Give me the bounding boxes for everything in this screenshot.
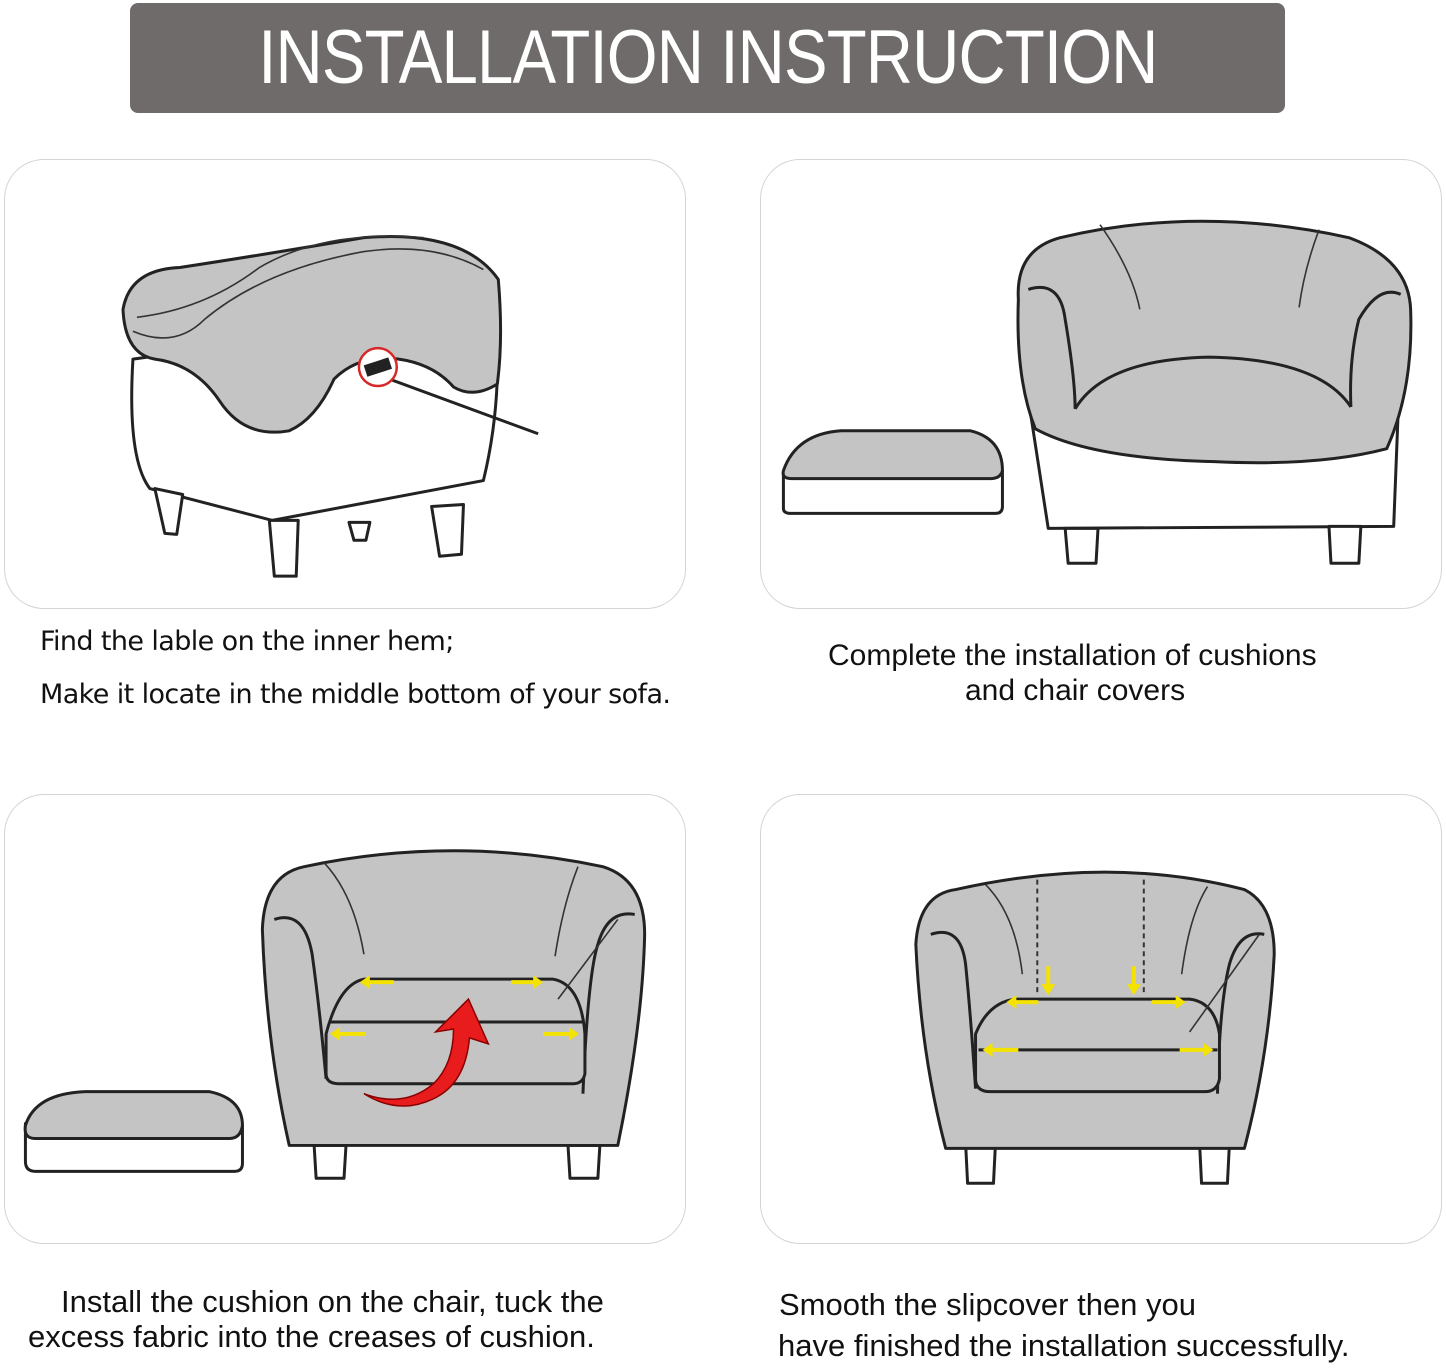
install-direction-arrow-icon [363,997,490,1107]
step-3-illustration-panel [4,794,686,1244]
step-1-caption-line-1: Find the lable on the inner hem; [40,626,454,657]
chair-label-illustration [121,235,539,578]
step-1-illustration-panel [4,159,686,609]
step-2-caption-line-2: and chair covers [965,674,1186,707]
install-cushion-illustration [23,849,647,1180]
step-3-caption-line-1: Install the cushion on the chair, tuck t… [61,1284,604,1319]
step-4-caption-line-2: have finished the installation successfu… [778,1328,1350,1363]
step-3-caption-line-2: excess fabric into the creases of cushio… [28,1319,595,1354]
step-1-caption-line-2: Make it locate in the middle bottom of y… [40,679,671,710]
step-2-illustration-panel [760,159,1442,609]
step-4-illustration-panel [760,794,1442,1244]
step-4-caption-line-1: Smooth the slipcover then you [779,1287,1197,1322]
page-title: INSTALLATION INSTRUCTION [257,15,1158,100]
title-banner: INSTALLATION INSTRUCTION [130,3,1285,113]
step-2-caption-line-1: Complete the installation of cushions [828,639,1317,672]
finished-chair-illustration [914,870,1276,1185]
chair-cover-illustration [781,219,1413,565]
